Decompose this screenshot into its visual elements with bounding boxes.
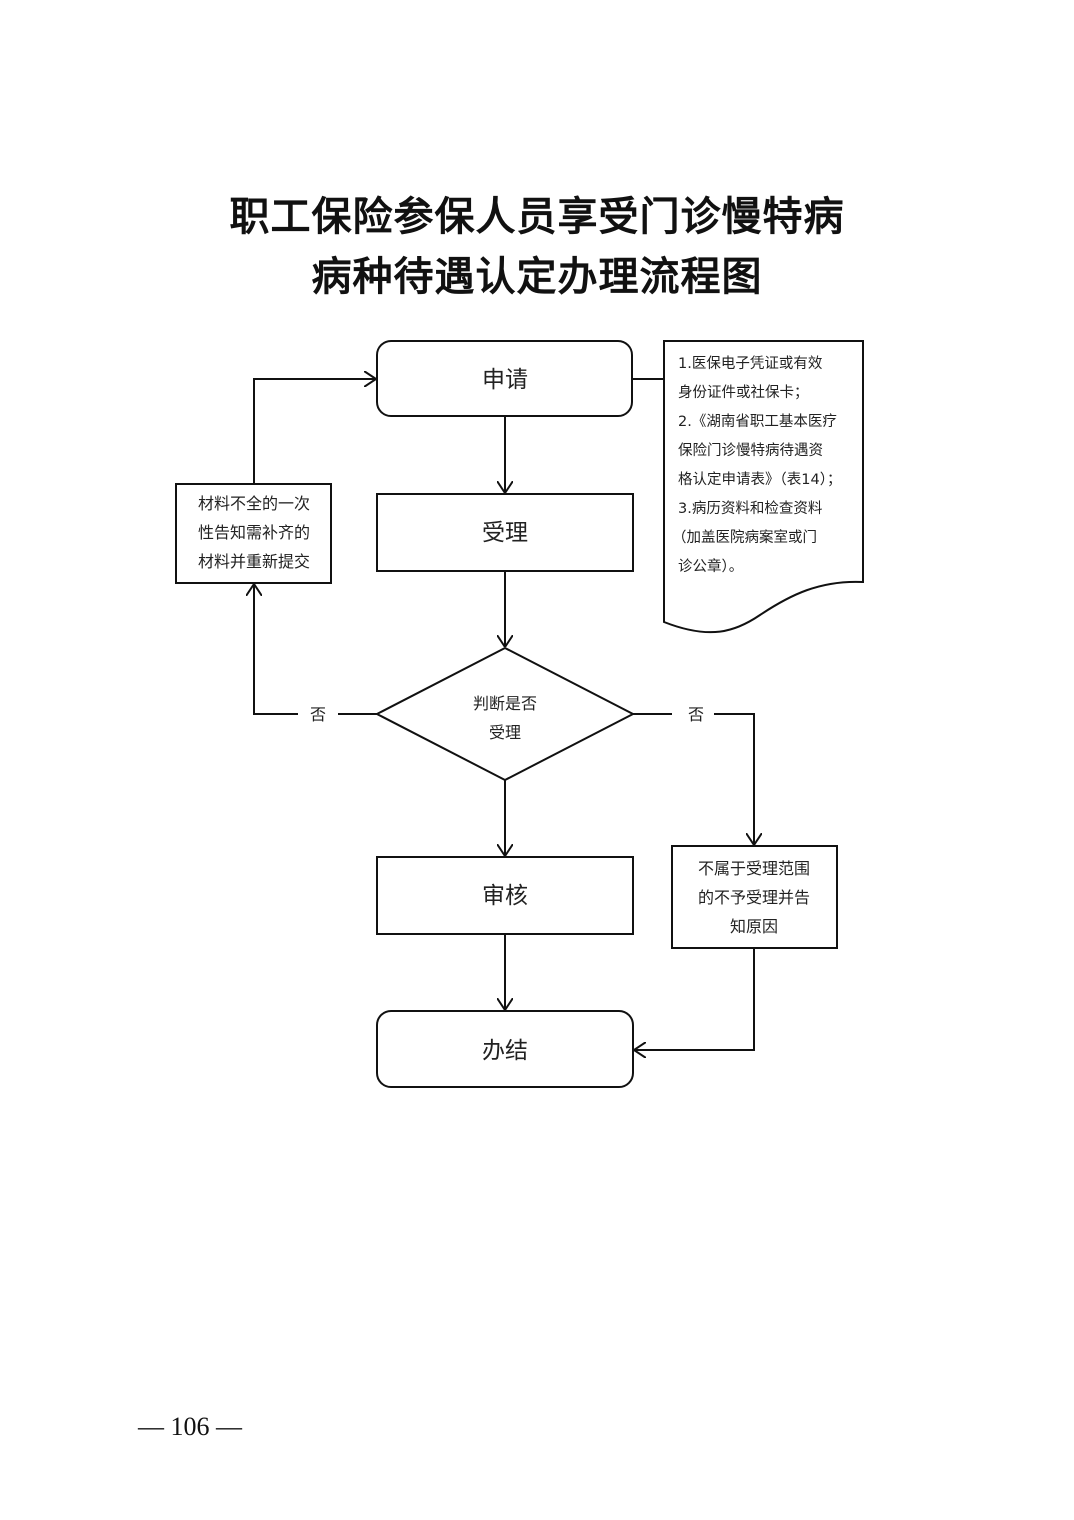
node-reject-line: 的不予受理并告 [698,888,810,907]
documents-note-line: 2.《湖南省职工基本医疗 [678,413,837,430]
documents-note: 1.医保电子凭证或有效 身份证件或社保卡； 2.《湖南省职工基本医疗 保险门诊慢… [663,340,864,634]
documents-note-line: （加盖医院病案室或门 [672,528,817,546]
node-decision: 判断是否 受理 [374,646,636,782]
node-complete-label: 办结 [482,1038,528,1064]
node-accept: 受理 [376,493,634,572]
node-supplement-line: 材料不全的一次 [198,494,310,513]
node-apply-label: 申请 [482,367,528,393]
node-review-label: 审核 [482,883,528,909]
node-reject-line: 知原因 [730,917,778,936]
documents-note-line: 1.医保电子凭证或有效 [678,355,823,372]
node-apply: 申请 [376,340,633,417]
node-decision-line: 判断是否 [473,694,537,713]
node-supplement: 材料不全的一次 性告知需补齐的 材料并重新提交 [175,483,332,584]
node-supplement-line: 材料并重新提交 [198,552,310,571]
edge-label-no-right: 否 [688,705,704,724]
node-complete: 办结 [376,1010,634,1088]
documents-note-line: 格认定申请表》（表14）； [678,471,841,488]
edge-label-no-left: 否 [310,705,326,724]
title-line-2: 病种待遇认定办理流程图 [311,254,763,300]
edge-no-right-b [714,713,754,845]
edge-no-left-b [254,584,298,715]
arrow-reject-to-complete [634,948,755,1050]
node-reject: 不属于受理范围 的不予受理并告 知原因 [671,845,838,949]
node-decision-line: 受理 [489,723,521,742]
documents-note-line: 身份证件或社保卡； [678,384,809,401]
node-accept-label: 受理 [482,520,528,546]
documents-note-line: 保险门诊慢特病待遇资 [678,442,823,459]
node-reject-line: 不属于受理范围 [698,859,810,878]
node-review: 审核 [376,856,634,935]
documents-note-line: 诊公章）。 [678,557,743,575]
arrow-supplement-to-apply [253,379,376,484]
documents-note-line: 3.病历资料和检查资料 [678,500,822,517]
title-line-1: 职工保险参保人员享受门诊慢特病 [229,194,845,240]
page-number: — 106 — [138,1412,242,1441]
node-supplement-line: 性告知需补齐的 [198,523,310,542]
